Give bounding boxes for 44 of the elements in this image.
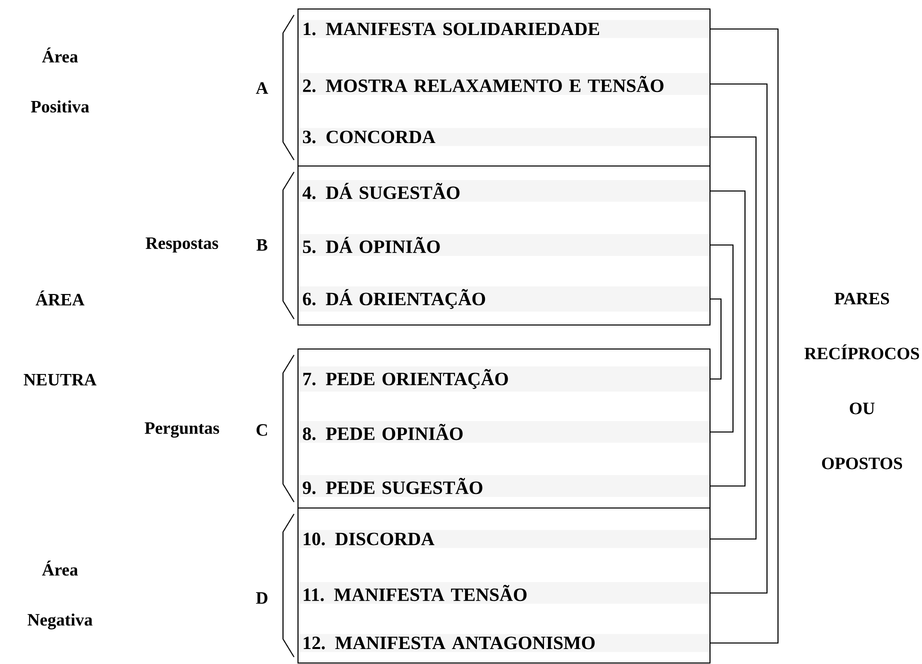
node-label: 10. DISCORDA: [304, 532, 434, 546]
node-label: 12. MANIFESTA ANTAGONISMO: [304, 636, 595, 650]
category-item: 6. DÁ ORIENTAÇÃO: [298, 286, 710, 312]
connector-line: [710, 83, 768, 594]
group-letter: B: [256, 239, 268, 251]
node-label: 9. PEDE SUGESTÃO: [302, 478, 482, 494]
connector-line: [710, 190, 746, 487]
node-label: 1. MANIFESTA SOLIDARIEDADE: [304, 22, 600, 36]
node-label: 7. PEDE ORIENTAÇÃO: [303, 369, 508, 389]
category-item: 4. DÁ SUGESTÃO: [298, 180, 710, 202]
category-item: 8. PEDE OPINIÃO: [298, 421, 710, 443]
category-item: 5. DÁ OPINIÃO: [298, 234, 710, 256]
group-label: Perguntas: [144, 422, 220, 438]
category-box: [297, 507, 711, 664]
category-box: [297, 8, 711, 167]
category-item: 9. PEDE SUGESTÃO: [298, 475, 710, 497]
area-label: ÁREA NEUTRA: [24, 290, 96, 386]
category-item: 1. MANIFESTA SOLIDARIEDADE: [298, 20, 710, 38]
node-label: 3. CONCORDA: [302, 130, 436, 144]
category-item: 10. DISCORDA: [298, 530, 710, 548]
node-label: 5. DÁ OPINIÃO: [303, 236, 440, 254]
category-item: 12. MANIFESTA ANTAGONISMO: [298, 634, 710, 652]
node-label: 8. PEDE OPINIÃO: [302, 424, 463, 440]
connector-line: [710, 136, 757, 540]
category-box: [297, 165, 711, 326]
group-letter: C: [256, 424, 267, 436]
node-label: 6. DÁ ORIENTAÇÃO: [302, 289, 486, 309]
group-label: Respostas: [146, 237, 218, 252]
category-item: 2. MOSTRA RELAXAMENTO E TENSÃO: [298, 73, 710, 95]
category-item: 7. PEDE ORIENTAÇÃO: [298, 366, 710, 392]
connector-line: [710, 298, 722, 380]
node-label: 11. MANIFESTA TENSÃO: [304, 584, 527, 602]
area-label: Área Negativa: [28, 560, 92, 630]
connector-line: [710, 28, 779, 644]
category-item: 11. MANIFESTA TENSÃO: [298, 582, 710, 604]
category-item: 3. CONCORDA: [298, 128, 710, 146]
group-letter: D: [256, 592, 268, 604]
category-box: [297, 348, 711, 509]
node-label: 4. DÁ SUGESTÃO: [302, 182, 460, 200]
group-letter: A: [256, 82, 268, 94]
connector-line: [710, 244, 734, 433]
node-label: 2. MOSTRA RELAXAMENTO E TENSÃO: [303, 76, 664, 92]
area-label: Área Positiva: [30, 47, 90, 113]
side-label: PARES RECÍPROCOS OU OPOSTOS: [804, 292, 920, 470]
